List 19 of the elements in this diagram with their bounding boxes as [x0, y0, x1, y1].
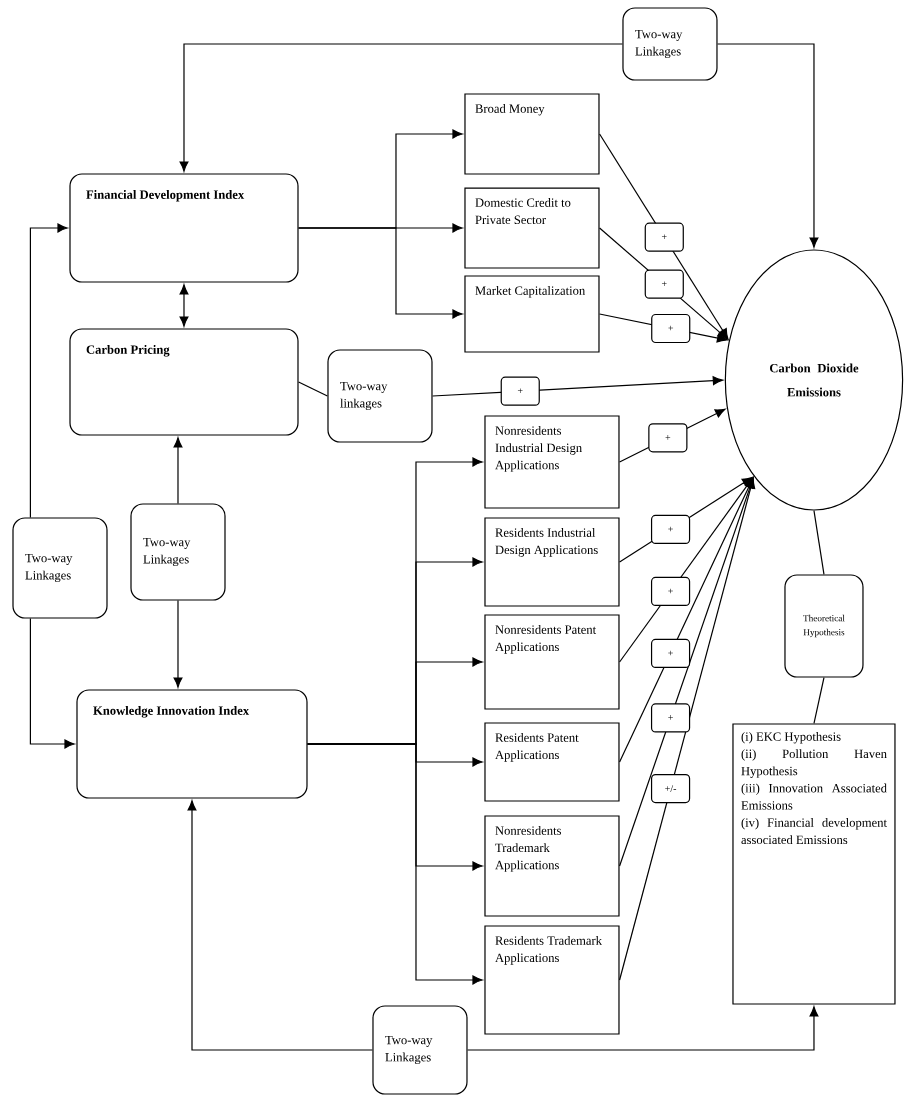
arrow — [717, 43, 819, 248]
arrow — [173, 600, 183, 688]
arrow — [173, 437, 183, 505]
arrow — [29, 618, 75, 749]
arrow — [29, 223, 68, 518]
arrow — [619, 477, 756, 981]
arrow — [307, 743, 483, 985]
arrow — [599, 313, 728, 343]
arrow — [599, 227, 728, 340]
arrow — [179, 284, 189, 327]
arrow — [599, 133, 729, 340]
arrow — [179, 43, 623, 172]
arrow — [619, 477, 754, 763]
arrow — [467, 1006, 819, 1051]
arrow — [619, 408, 726, 463]
arrow — [187, 800, 373, 1051]
arrow — [432, 376, 724, 397]
arrow — [298, 227, 463, 319]
arrow — [619, 477, 755, 867]
